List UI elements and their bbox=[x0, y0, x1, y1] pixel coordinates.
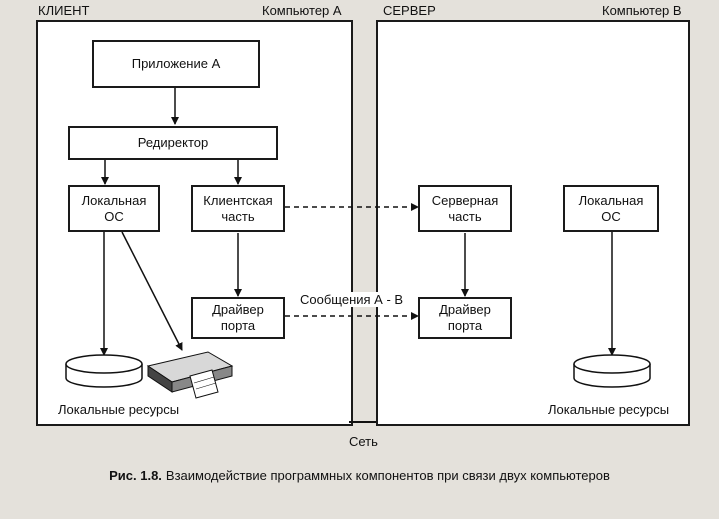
figure-caption-text: Взаимодействие программных компонентов п… bbox=[165, 468, 610, 483]
local-os-b-line1: Локальная bbox=[578, 192, 644, 208]
client-part-box: Клиентская часть bbox=[191, 185, 285, 232]
resource-disk-b bbox=[573, 354, 651, 388]
server-label: СЕРВЕР bbox=[383, 3, 436, 18]
network-label: Сеть bbox=[349, 434, 378, 449]
client-part-line2: часть bbox=[221, 208, 255, 224]
server-part-box: Серверная часть bbox=[418, 185, 512, 232]
printer-icon bbox=[146, 351, 234, 399]
messages-label: Сообщения А - В bbox=[298, 292, 406, 307]
redirector-label: Редиректор bbox=[137, 135, 209, 150]
server-part-line2: часть bbox=[448, 208, 482, 224]
local-os-a-line1: Локальная bbox=[81, 192, 147, 208]
link-local-os-a-to-printer bbox=[121, 231, 183, 351]
figure-caption: Рис. 1.8.Взаимодействие программных комп… bbox=[0, 468, 719, 483]
redirector-box: Редиректор bbox=[68, 126, 278, 160]
local-os-a-line2: ОС bbox=[104, 208, 124, 224]
driver-b-line1: Драйвер bbox=[439, 302, 491, 317]
local-os-b-line2: ОС bbox=[601, 208, 621, 224]
client-part-line1: Клиентская bbox=[203, 192, 273, 208]
computer-b-label: Компьютер В bbox=[602, 3, 682, 18]
figure-number: Рис. 1.8. bbox=[109, 468, 162, 483]
app-a-label: Приложение А bbox=[131, 56, 221, 71]
driver-b-box: Драйвер порта bbox=[418, 297, 512, 339]
resources-b-label: Локальные ресурсы bbox=[548, 402, 670, 417]
driver-b-line2: порта bbox=[447, 318, 483, 333]
driver-a-box: Драйвер порта bbox=[191, 297, 285, 339]
client-label: КЛИЕНТ bbox=[38, 3, 90, 18]
server-part-line1: Серверная bbox=[431, 192, 499, 208]
local-os-a-box: Локальная ОС bbox=[68, 185, 160, 232]
resources-a-label: Локальные ресурсы bbox=[58, 402, 180, 417]
computer-a-label: Компьютер А bbox=[262, 3, 342, 18]
app-a-box: Приложение А bbox=[92, 40, 260, 88]
driver-a-line1: Драйвер bbox=[212, 302, 264, 317]
driver-a-line2: порта bbox=[220, 318, 256, 333]
local-os-b-box: Локальная ОС bbox=[563, 185, 659, 232]
resource-disk-a bbox=[65, 354, 143, 388]
